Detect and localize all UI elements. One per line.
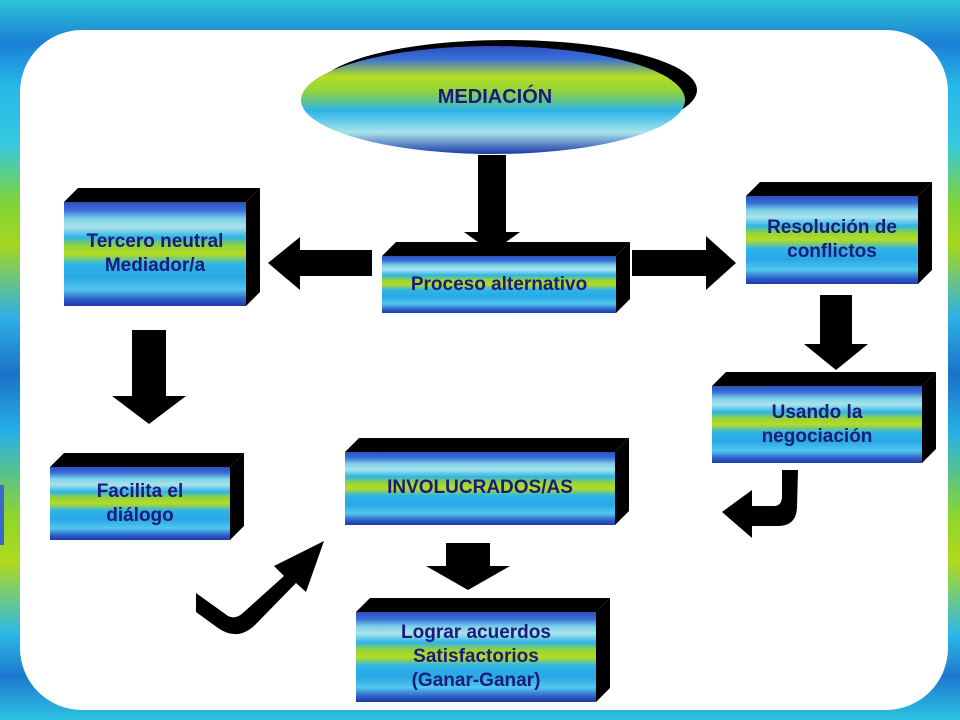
tercero-line-2: Mediador/a: [104, 255, 206, 276]
involucrados-box: INVOLUCRADOS/AS: [345, 452, 615, 525]
arrow-left: [268, 237, 372, 290]
arrow-curve-right: [722, 470, 798, 538]
resolucion-box: Resolución de conflictos: [746, 196, 918, 284]
involucrados-label: INVOLUCRADOS/AS: [387, 477, 573, 498]
facilita-line-2: diálogo: [106, 504, 174, 526]
negociacion-line-2: negociación: [761, 425, 873, 447]
acuerdos-line-2: Satisfactorios: [413, 646, 539, 667]
edge-marker: [0, 485, 4, 545]
arrow-down-right: [804, 295, 868, 370]
resolucion-line-1: Resolución de: [767, 217, 897, 238]
tercero-box: Tercero neutral Mediador/a: [64, 202, 246, 306]
mediacion-title: MEDIACIÓN: [437, 86, 553, 108]
negociacion-line-1: Usando la: [771, 401, 863, 423]
facilita-box: Facilita el diálogo: [50, 467, 230, 540]
acuerdos-box: Lograr acuerdos Satisfactorios (Ganar-Ga…: [356, 612, 596, 702]
acuerdos-line-1: Lograr acuerdos: [401, 622, 551, 643]
arrow-down-involved: [426, 543, 510, 590]
arrow-down-left: [112, 330, 186, 424]
arrow-right: [632, 236, 736, 290]
negociacion-box: Usando la negociación: [712, 386, 922, 463]
resolucion-line-2: conflictos: [787, 241, 877, 262]
tercero-line-1: Tercero neutral: [86, 231, 224, 252]
facilita-line-1: Facilita el: [96, 480, 184, 502]
acuerdos-line-3: (Ganar-Ganar): [411, 670, 541, 691]
arrow-curve-left: [196, 541, 324, 635]
mediacion-oval: [300, 38, 700, 158]
process-box: Proceso alternativo: [382, 256, 616, 313]
process-label: Proceso alternativo: [410, 273, 588, 295]
arrow-down-center: [464, 155, 520, 252]
